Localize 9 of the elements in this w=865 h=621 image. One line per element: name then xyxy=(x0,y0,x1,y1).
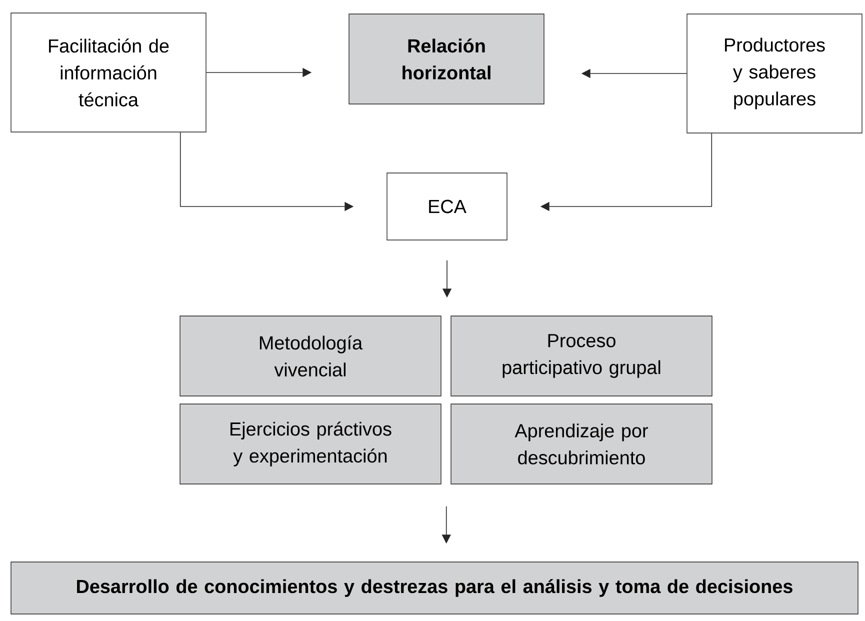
process-box: Aprendizaje por descubrimiento xyxy=(450,404,712,484)
process-box: Proceso participativo grupal xyxy=(450,316,712,396)
process-box: ECA xyxy=(386,172,508,240)
process-box: Metodología vivencial xyxy=(180,316,442,396)
process-box: Facilitación de información técnica xyxy=(10,12,206,132)
process-box: Productores y saberes populares xyxy=(686,14,862,134)
process-box: Relación horizontal xyxy=(348,14,544,104)
process-box: Ejercicios práctivos y experimentación xyxy=(180,404,442,484)
result-banner: Desarrollo de conocimientos y destrezas para el análisis y toma de decisiones xyxy=(10,562,858,614)
